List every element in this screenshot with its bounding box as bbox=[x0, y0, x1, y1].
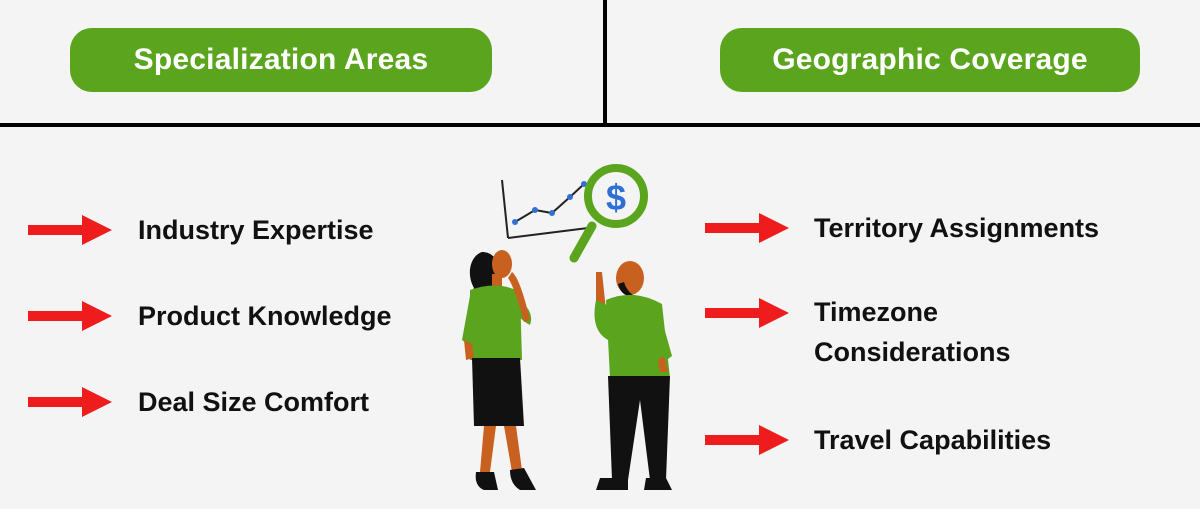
arrow-right-icon bbox=[28, 387, 112, 417]
list-item-territory-assignments: Territory Assignments bbox=[705, 208, 1099, 248]
list-item-label: Deal Size Comfort bbox=[138, 387, 370, 417]
magnifier-dollar-icon: $ bbox=[569, 164, 648, 263]
list-item-timezone-considerations: Timezone Considerations bbox=[705, 292, 1011, 372]
vertical-divider bbox=[603, 0, 607, 125]
line-chart-icon bbox=[501, 179, 589, 239]
man-figure bbox=[594, 261, 672, 490]
list-item-label: Timezone Considerations bbox=[814, 292, 1011, 372]
geographic-coverage-header: Geographic Coverage bbox=[720, 28, 1140, 92]
dollar-symbol: $ bbox=[606, 177, 626, 218]
list-item-deal-size-comfort: Deal Size Comfort bbox=[28, 382, 369, 422]
people-analyzing-chart-illustration: $ bbox=[462, 164, 672, 490]
list-item-product-knowledge: Product Knowledge bbox=[28, 296, 392, 336]
list-item-industry-expertise: Industry Expertise bbox=[28, 210, 374, 250]
arrow-right-icon bbox=[28, 215, 112, 245]
list-item-label: Travel Capabilities bbox=[814, 425, 1052, 455]
arrow-right-icon bbox=[705, 298, 789, 328]
list-item-travel-capabilities: Travel Capabilities bbox=[705, 420, 1051, 460]
list-item-label-line-1: Timezone bbox=[814, 297, 939, 327]
horizontal-divider bbox=[0, 123, 1200, 127]
specialization-areas-header: Specialization Areas bbox=[70, 28, 492, 92]
arrow-right-icon bbox=[28, 301, 112, 331]
list-item-label: Product Knowledge bbox=[138, 301, 392, 331]
woman-figure bbox=[462, 250, 536, 490]
list-item-label-line-2: Considerations bbox=[814, 337, 1011, 367]
list-item-label: Territory Assignments bbox=[814, 213, 1100, 243]
arrow-right-icon bbox=[705, 213, 789, 243]
arrow-right-icon bbox=[705, 425, 789, 455]
list-item-label: Industry Expertise bbox=[138, 215, 374, 245]
